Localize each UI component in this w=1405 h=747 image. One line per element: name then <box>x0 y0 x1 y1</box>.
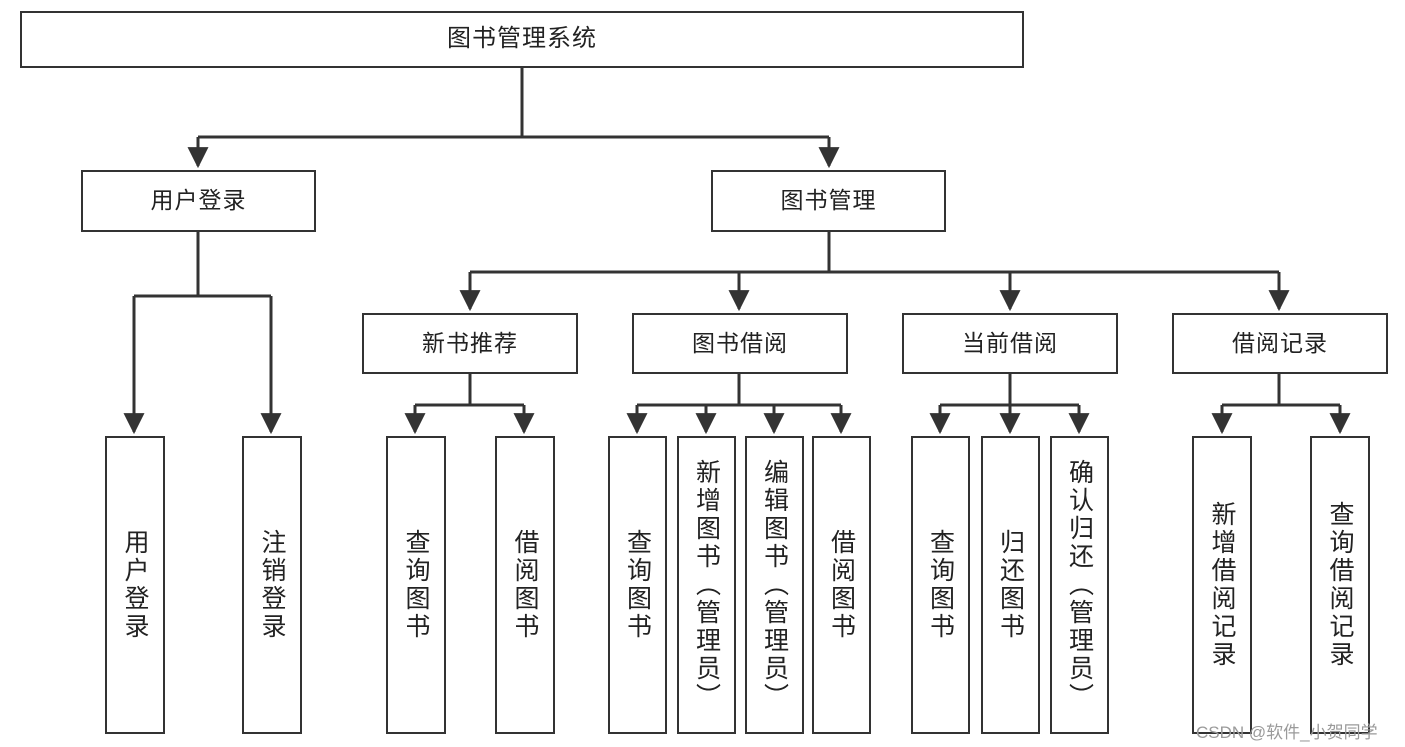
node-label: 借阅记录 <box>1232 329 1328 356</box>
leaf-book-borrow-edit-book[interactable]: 编辑图书（管理员） <box>745 436 804 734</box>
node-label: 图书管理系统 <box>447 25 597 53</box>
node-book-management[interactable]: 图书管理 <box>711 170 946 232</box>
leaf-new-book-query-book[interactable]: 查询图书 <box>386 436 446 734</box>
leaf-borrow-record-add-record[interactable]: 新增借阅记录 <box>1192 436 1252 734</box>
node-label: 当前借阅 <box>962 329 1058 356</box>
node-label: 查询图书 <box>402 529 430 641</box>
node-label: 查询图书 <box>926 529 955 641</box>
node-label: 确认归还（管理员） <box>1065 459 1094 711</box>
leaf-current-borrow-return-book[interactable]: 归还图书 <box>981 436 1040 734</box>
node-label: 借阅图书 <box>827 529 856 641</box>
leaf-current-borrow-query-book[interactable]: 查询图书 <box>911 436 970 734</box>
node-label: 归还图书 <box>996 529 1025 641</box>
node-label: 新书推荐 <box>422 329 518 356</box>
node-current-borrow[interactable]: 当前借阅 <box>902 313 1118 374</box>
leaf-book-borrow-borrow-book[interactable]: 借阅图书 <box>812 436 871 734</box>
leaf-book-borrow-add-book[interactable]: 新增图书（管理员） <box>677 436 736 734</box>
leaf-new-book-borrow-book[interactable]: 借阅图书 <box>495 436 555 734</box>
leaf-current-borrow-confirm-return[interactable]: 确认归还（管理员） <box>1050 436 1109 734</box>
node-label: 注销登录 <box>258 529 286 641</box>
leaf-user-login-logout[interactable]: 注销登录 <box>242 436 302 734</box>
csdn-watermark: CSDN @软件_小贺同学 <box>1196 723 1378 742</box>
node-label: 用户登录 <box>150 187 247 214</box>
node-root-system[interactable]: 图书管理系统 <box>20 11 1024 68</box>
node-label: 查询图书 <box>623 529 652 641</box>
node-user-login[interactable]: 用户登录 <box>81 170 316 232</box>
node-label: 图书管理 <box>780 187 877 214</box>
node-label: 查询借阅记录 <box>1326 501 1354 669</box>
node-borrow-record[interactable]: 借阅记录 <box>1172 313 1388 374</box>
node-label: 新增图书（管理员） <box>692 459 721 711</box>
node-new-book-recommend[interactable]: 新书推荐 <box>362 313 578 374</box>
leaf-book-borrow-query-book[interactable]: 查询图书 <box>608 436 667 734</box>
node-label: 编辑图书（管理员） <box>760 459 789 711</box>
node-label: 借阅图书 <box>511 529 539 641</box>
leaf-user-login-login[interactable]: 用户登录 <box>105 436 165 734</box>
node-label: 新增借阅记录 <box>1208 501 1236 669</box>
node-label: 用户登录 <box>121 529 149 641</box>
node-book-borrow[interactable]: 图书借阅 <box>632 313 848 374</box>
leaf-borrow-record-query-record[interactable]: 查询借阅记录 <box>1310 436 1370 734</box>
node-label: 图书借阅 <box>692 329 788 356</box>
